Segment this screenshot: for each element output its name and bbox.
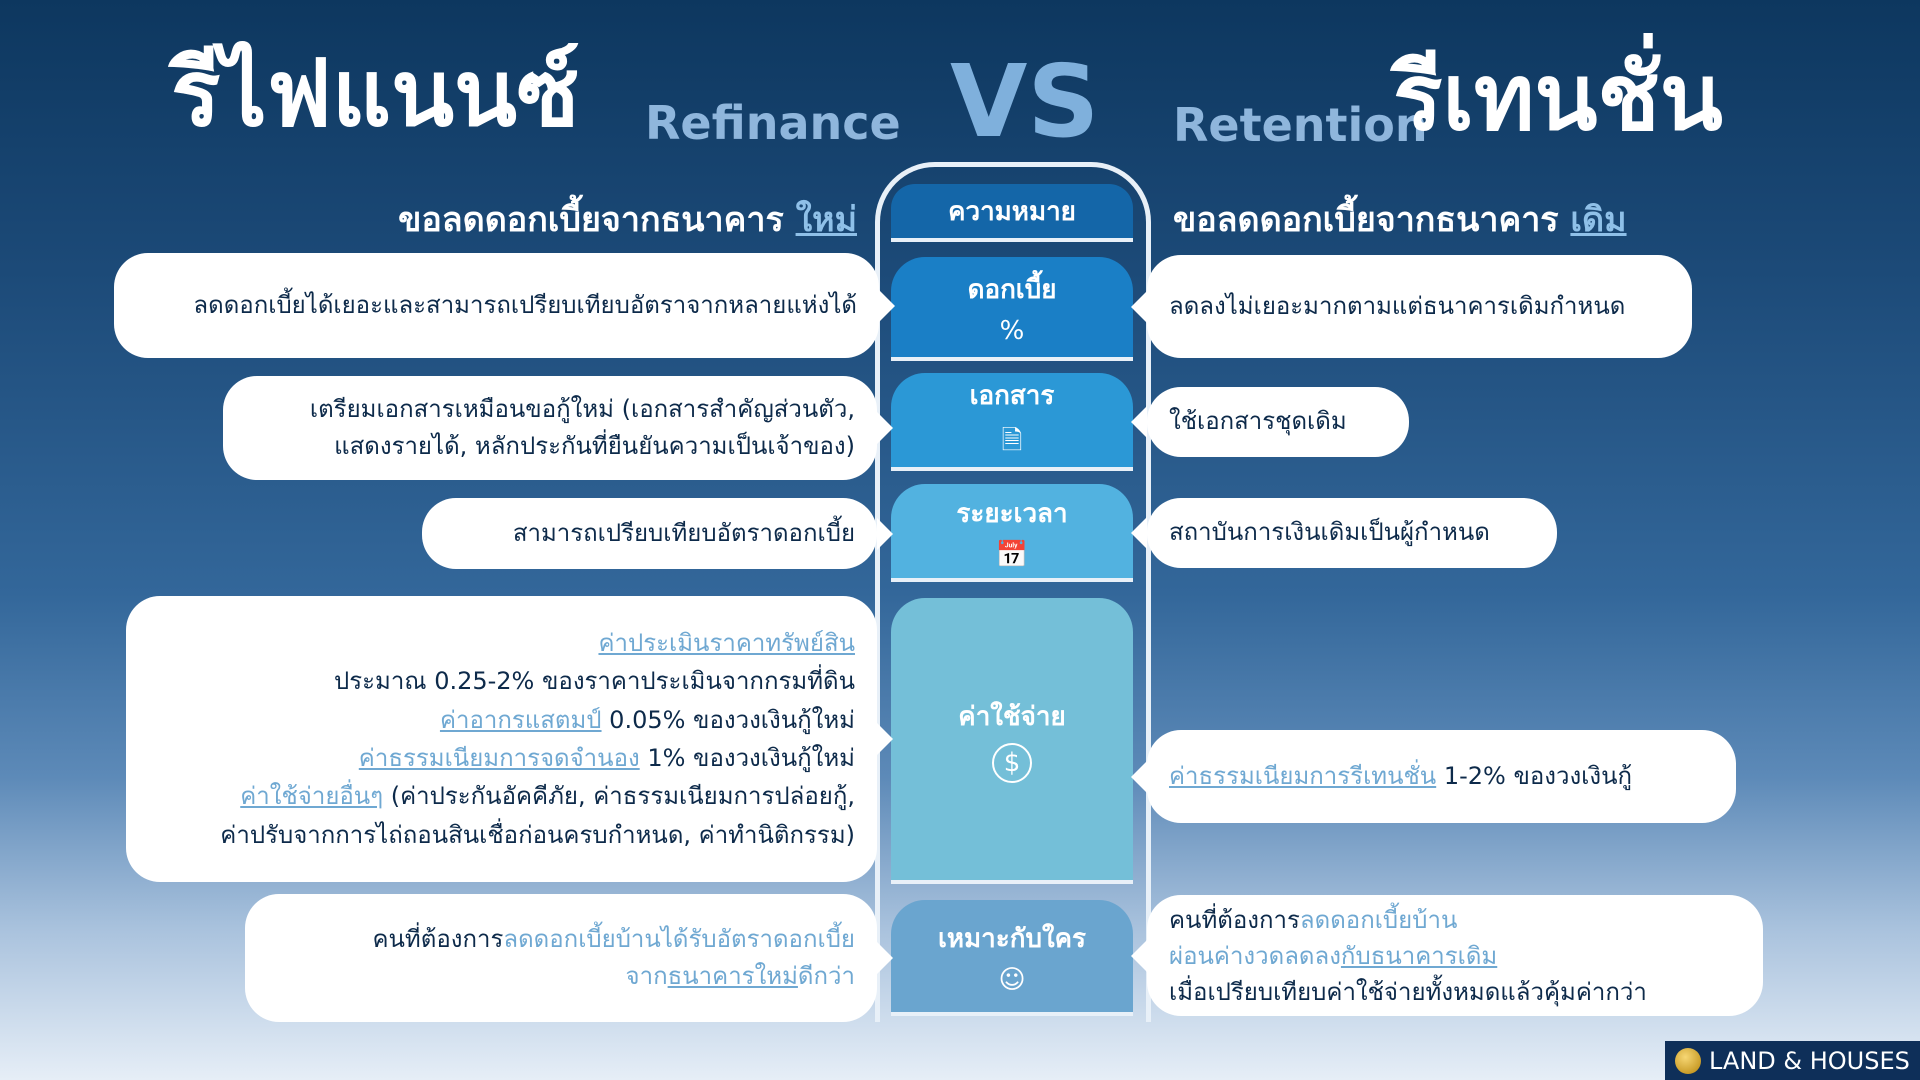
appraisal-text: ประมาณ 0.25-2% ของราคาประเมินจากกรมที่ดิ… <box>333 667 855 696</box>
row-suitable: เหมาะกับใคร ☺ <box>891 900 1133 1016</box>
bubble-text: แสดงรายได้, หลักประกันที่ยืนยันความเป็นเ… <box>334 432 855 460</box>
row-label: ดอกเบี้ย <box>967 274 1057 305</box>
title-retention-english: Retention <box>1173 98 1428 152</box>
highlight: ลดดอกเบี้ยบ้าน <box>1299 905 1458 934</box>
other-label: ค่าใช้จ่ายอื่นๆ <box>240 782 384 811</box>
title-refinance-english: Refinance <box>645 96 901 150</box>
highlight: กับธนาคารเดิม <box>1340 941 1498 970</box>
bubble-text: สามารถเปรียบเทียบอัตราดอกเบี้ย <box>512 518 855 547</box>
row-label: ค่าใช้จ่าย <box>958 701 1066 732</box>
mortgage-label: ค่าธรรมเนียมการจดจำนอง <box>358 744 640 772</box>
refinance-interest-bubble: ลดดอกเบี้ยได้เยอะและสามารถเปรียบเทียบอัต… <box>114 253 895 358</box>
highlight: ผ่อนค่างวดลดลง <box>1169 941 1341 970</box>
calendar-check-icon: 📅 <box>995 539 1029 570</box>
column-header: ความหมาย <box>891 184 1133 242</box>
land-and-houses-logo: LAND & HOUSES <box>1665 1041 1920 1080</box>
dollar-icon: $ <box>992 742 1032 783</box>
document-icon: 🗎 <box>1001 425 1023 456</box>
coin-logo-icon <box>1675 1047 1701 1074</box>
bubble-text: เตรียมเอกสารเหมือนขอกู้ใหม่ (เอกสารสำคัญ… <box>309 394 855 423</box>
retention-suitable-bubble: คนที่ต้องการลดดอกเบี้ยบ้าน ผ่อนค่างวดลดล… <box>1131 895 1763 1016</box>
title-retention-thai: รีเทนชั่น <box>1393 44 1723 151</box>
mortgage-text: 1% ของวงเงินกู้ใหม่ <box>639 744 855 772</box>
row-time: ระยะเวลา 📅 <box>891 484 1133 582</box>
highlight: ดีกว่า <box>797 962 855 990</box>
vs-label: VS <box>950 43 1100 160</box>
other-text-2: ค่าปรับจากการไถ่ถอนสินเชื่อก่อนครบกำหนด,… <box>220 820 855 849</box>
row-documents: เอกสาร 🗎 <box>891 373 1133 471</box>
center-column-frame <box>875 162 1151 1022</box>
bubble-text: ใช้เอกสารชุดเดิม <box>1169 407 1347 436</box>
logo-text: LAND & HOUSES <box>1709 1046 1910 1075</box>
row-label: ระยะเวลา <box>956 498 1068 529</box>
highlight: ธนาคารใหม่ <box>667 962 798 990</box>
highlight: จาก <box>625 962 668 990</box>
text: คนที่ต้องการ <box>1169 905 1300 934</box>
retention-subtitle: ขอลดดอกเบี้ยจากธนาคาร เดิม <box>1173 200 1627 240</box>
refinance-costs-bubble: ค่าประเมินราคาทรัพย์สิน ประมาณ 0.25-2% ข… <box>126 596 893 882</box>
row-label: เหมาะกับใคร <box>937 923 1087 954</box>
row-interest: ดอกเบี้ย% <box>891 257 1133 361</box>
retention-fee-text: 1-2% ของวงเงินกู้ <box>1436 761 1633 790</box>
title-refinance-thai: รีไฟแนนซ์ <box>171 40 580 147</box>
refinance-suitable-bubble: คนที่ต้องการลดดอกเบี้ยบ้านได้รับอัตราดอก… <box>245 894 893 1022</box>
appraisal-link: ค่าประเมินราคาทรัพย์สิน <box>598 628 855 657</box>
row-costs: ค่าใช้จ่าย $ <box>891 598 1133 884</box>
bubble-text: ลดลงไม่เยอะมากตามแต่ธนาคารเดิมกำหนด <box>1169 291 1626 320</box>
percent-icon: % <box>999 315 1025 346</box>
text: คนที่ต้องการ <box>372 924 504 953</box>
person-check-icon: ☺ <box>998 964 1026 995</box>
retention-fee-label: ค่าธรรมเนียมการรีเทนชั่น <box>1169 761 1437 790</box>
retention-documents-bubble: ใช้เอกสารชุดเดิม <box>1131 387 1409 457</box>
refinance-subtitle: ขอลดดอกเบี้ยจากธนาคาร ใหม่ <box>398 200 857 240</box>
retention-costs-bubble: ค่าธรรมเนียมการรีเทนชั่น 1-2% ของวงเงินก… <box>1131 730 1736 823</box>
text: เมื่อเปรียบเทียบค่าใช้จ่ายทั้งหมดแล้วคุ้… <box>1169 977 1647 1006</box>
refinance-documents-bubble: เตรียมเอกสารเหมือนขอกู้ใหม่ (เอกสารสำคัญ… <box>223 376 893 480</box>
other-text: (ค่าประกันอัคคีภัย, ค่าธรรมเนียมการปล่อย… <box>383 782 855 811</box>
retention-interest-bubble: ลดลงไม่เยอะมากตามแต่ธนาคารเดิมกำหนด <box>1131 255 1692 358</box>
stamp-text: 0.05% ของวงเงินกู้ใหม่ <box>601 705 855 734</box>
highlight: ลดดอกเบี้ยบ้านได้รับอัตราดอกเบี้ย <box>503 924 855 953</box>
stamp-label: ค่าอากรแสตมป์ <box>439 705 602 734</box>
bubble-text: สถาบันการเงินเดิมเป็นผู้กำหนด <box>1169 518 1490 547</box>
retention-time-bubble: สถาบันการเงินเดิมเป็นผู้กำหนด <box>1131 498 1557 568</box>
refinance-time-bubble: สามารถเปรียบเทียบอัตราดอกเบี้ย <box>422 498 893 569</box>
bubble-text: ลดดอกเบี้ยได้เยอะและสามารถเปรียบเทียบอัต… <box>193 290 857 319</box>
row-label: เอกสาร <box>969 380 1055 411</box>
